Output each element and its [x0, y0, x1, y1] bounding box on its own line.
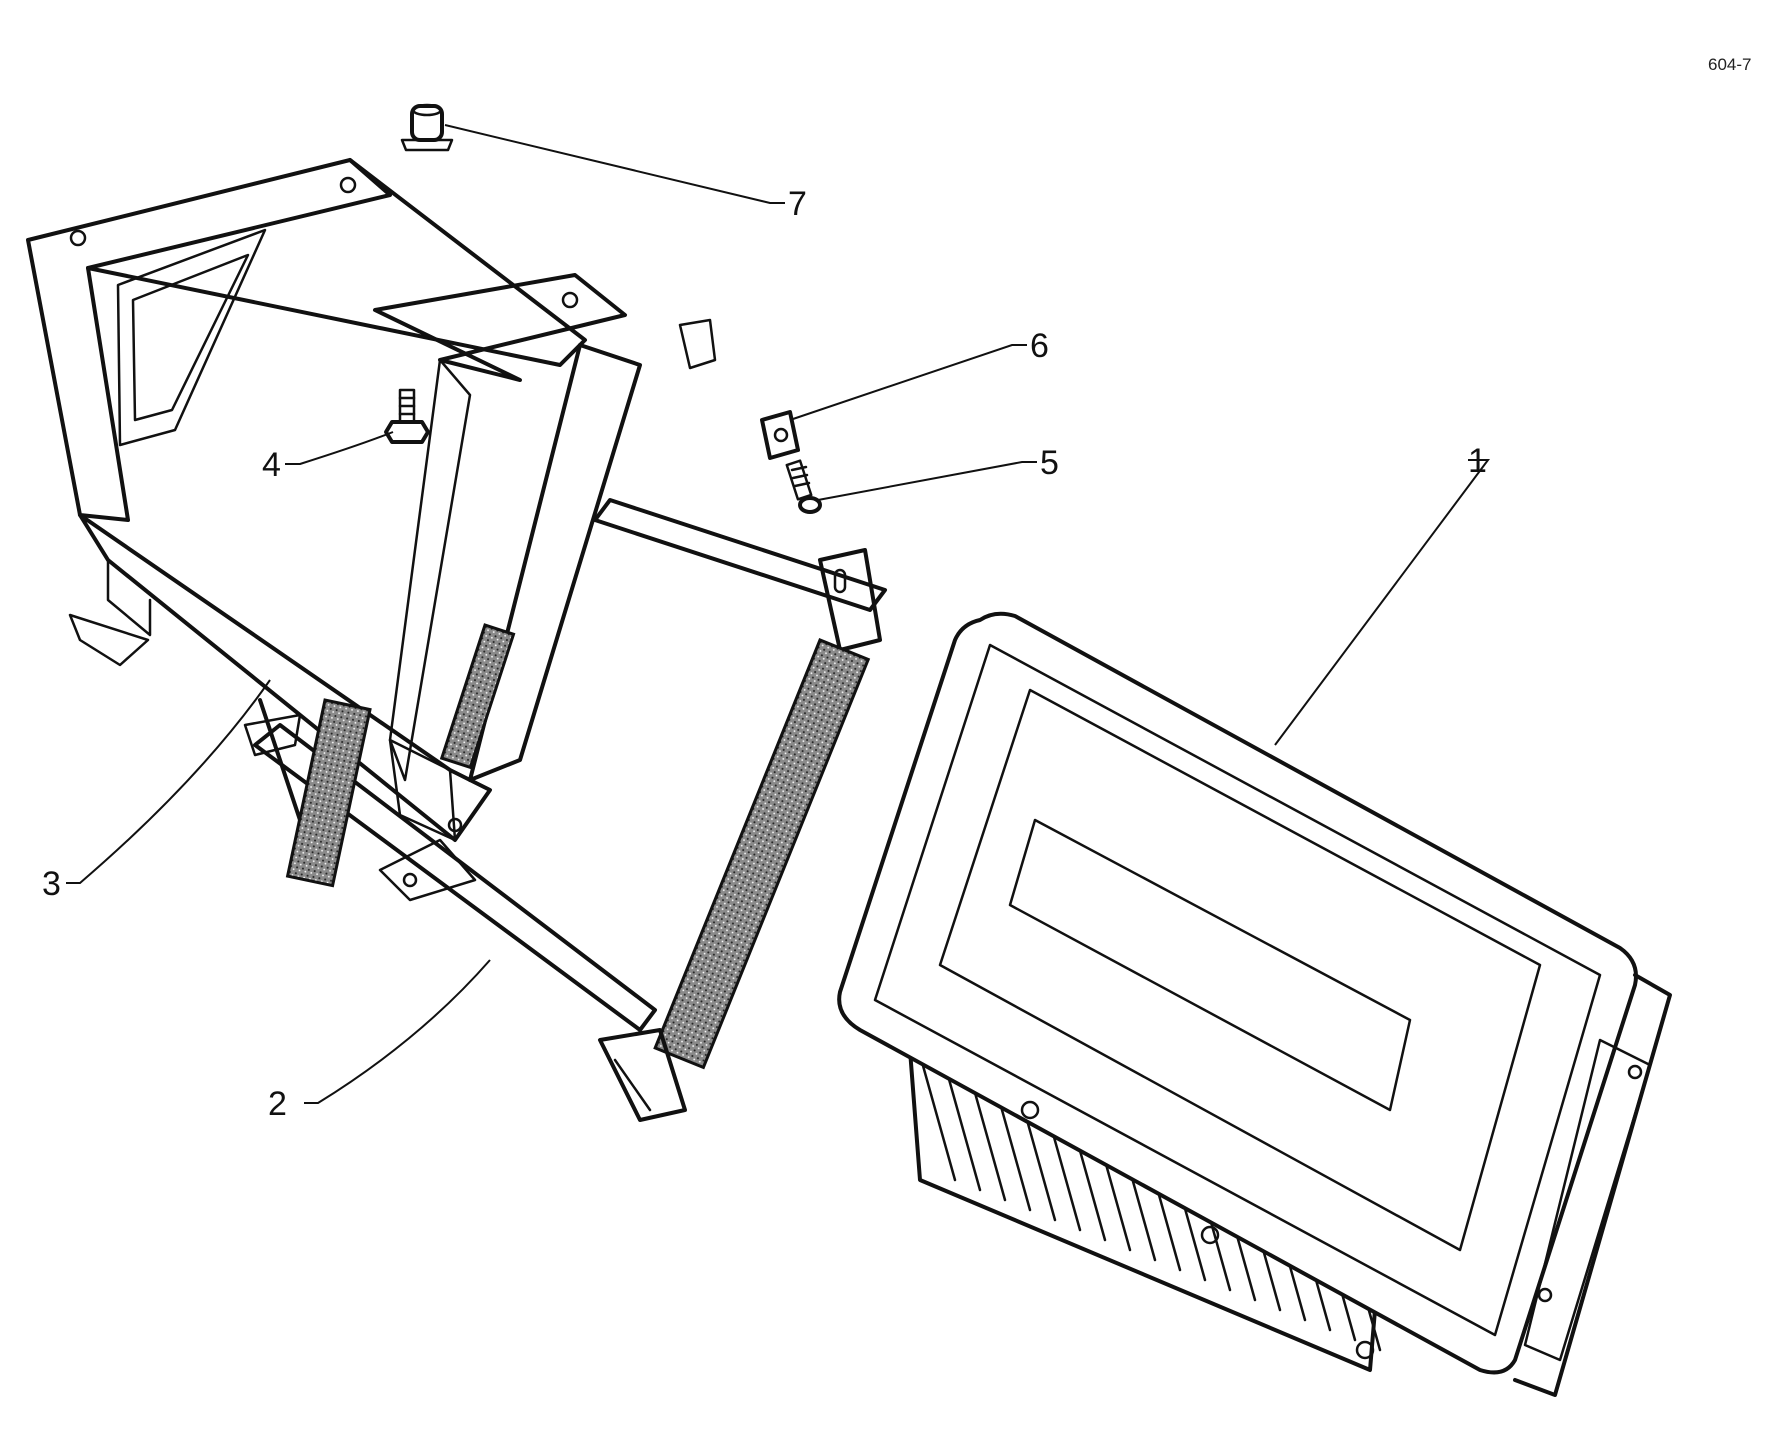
part-6-clip-nut	[760, 410, 800, 460]
part-3-mounting-frame	[26, 158, 717, 902]
callout-7: 7	[788, 185, 807, 223]
part-5-screw	[785, 459, 822, 514]
callout-1: 1	[1468, 442, 1487, 480]
leader-lines	[66, 124, 1490, 1104]
part-2-strap-frame	[243, 498, 887, 1122]
callout-3: 3	[42, 865, 61, 903]
callout-6: 6	[1030, 327, 1049, 365]
callout-2: 2	[268, 1085, 287, 1123]
callout-5: 5	[1040, 444, 1059, 482]
part-4-bolt	[384, 388, 430, 444]
callout-labels: 1 2 3 4 5 6 7	[42, 185, 1487, 1123]
callout-4: 4	[262, 446, 281, 484]
drawing-reference: 604-7	[1708, 55, 1751, 74]
part-7-nut	[400, 103, 454, 152]
part-1-control-unit	[837, 611, 1672, 1397]
